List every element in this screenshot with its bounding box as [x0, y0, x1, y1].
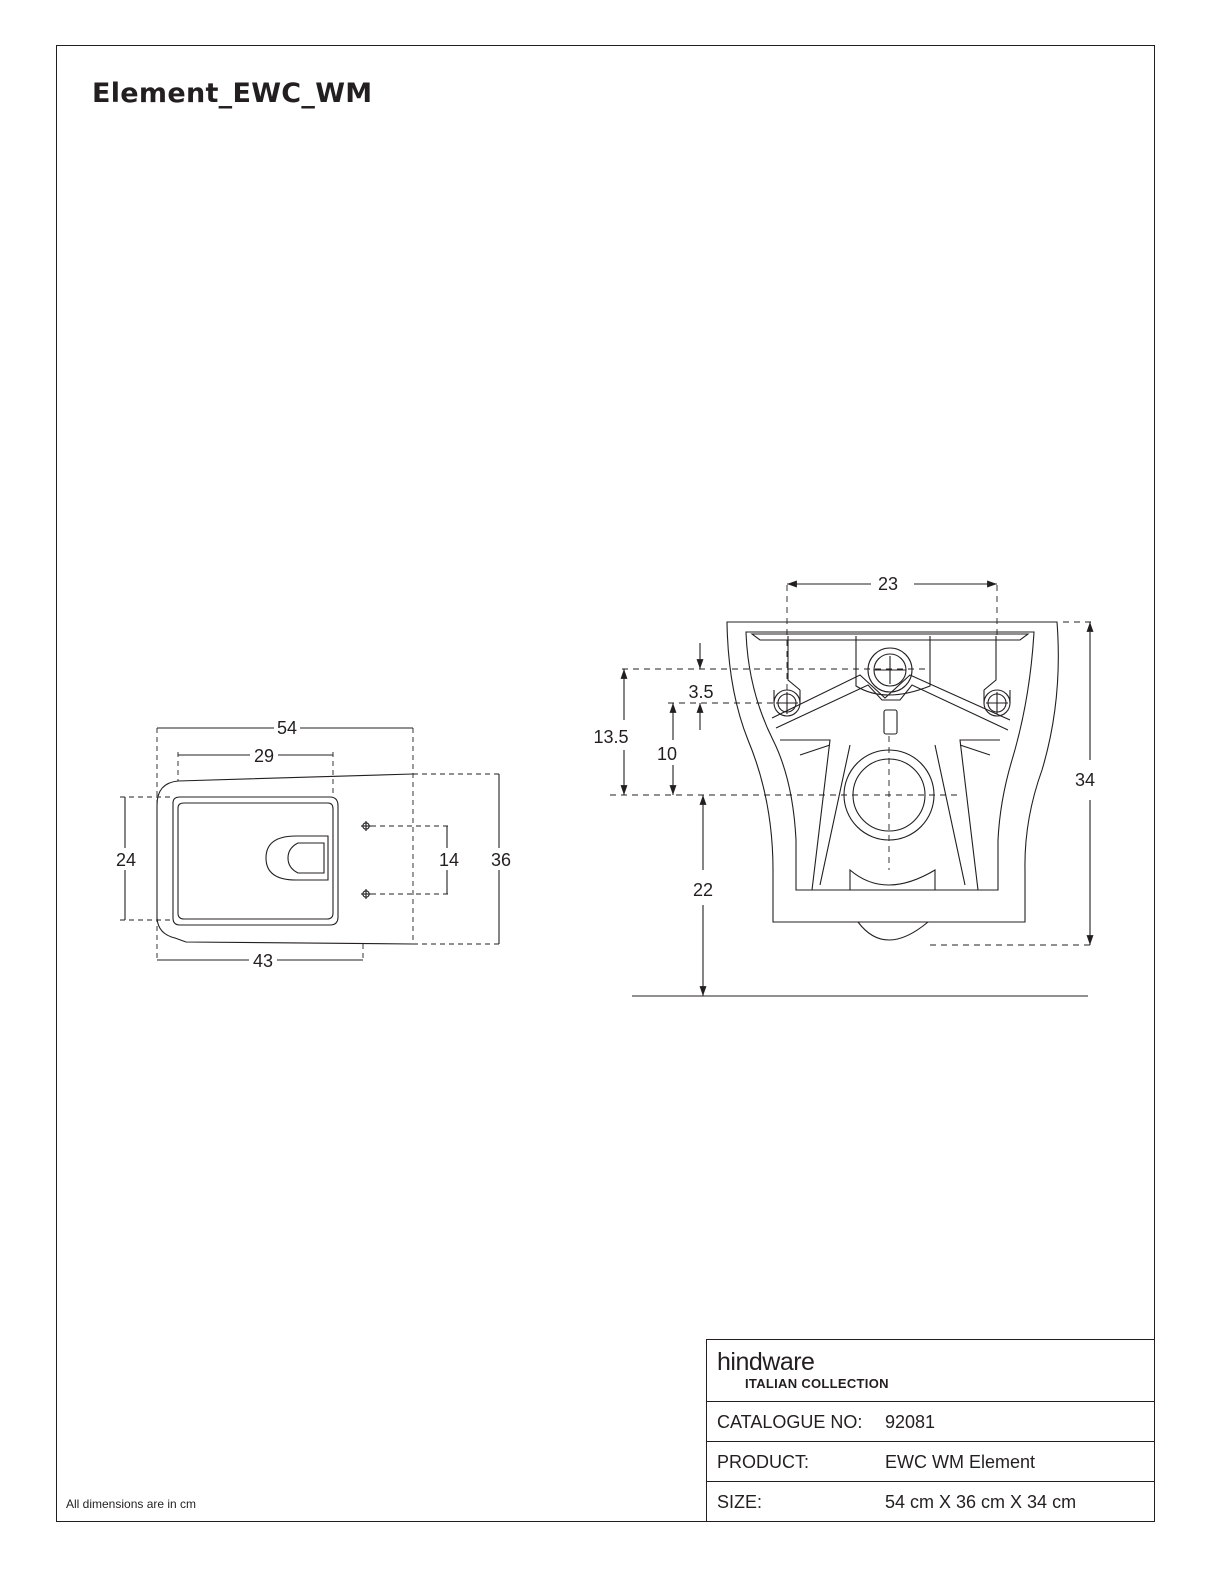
brand-logo: hindware ITALIAN COLLECTION	[707, 1340, 1154, 1402]
product-label: PRODUCT:	[717, 1452, 810, 1472]
title-block: hindware ITALIAN COLLECTION CATALOGUE NO…	[706, 1339, 1155, 1522]
dim-fix-hole-spacing: 23	[878, 574, 898, 594]
logo-wordmark: hindware	[717, 1348, 815, 1376]
rear-view-inner	[745, 631, 1035, 891]
drawing-title: Element_EWC_WM	[92, 78, 373, 109]
dim-base-length: 43	[253, 951, 273, 971]
flush-slot	[883, 709, 898, 735]
dim-drain-offset: 13.5	[593, 727, 628, 747]
units-note: All dimensions are in cm	[66, 1497, 197, 1511]
dim-fix-offset: 10	[657, 744, 677, 764]
dim-hole-offset: 3.5	[688, 682, 713, 702]
fixing-point-icon	[361, 821, 371, 831]
catalogue-value: 92081	[885, 1412, 936, 1432]
waste-outlet	[857, 921, 929, 941]
rear-view	[610, 580, 1094, 997]
dim-overall-length: 54	[277, 718, 297, 738]
dim-overall-width: 36	[491, 850, 511, 870]
inlet-icon	[867, 647, 913, 693]
dim-floor-height: 22	[693, 880, 713, 900]
top-view-opening	[265, 835, 329, 881]
dim-fix-spacing: 14	[439, 850, 459, 870]
top-view	[120, 727, 500, 961]
size-row: SIZE: 54 cm X 36 cm X 34 cm	[707, 1482, 1154, 1522]
product-value: EWC WM Element	[885, 1452, 1036, 1472]
top-view-bowl	[177, 802, 334, 920]
logo-subtitle: ITALIAN COLLECTION	[745, 1376, 889, 1391]
dim-height: 34	[1075, 770, 1095, 790]
top-view-rim	[172, 796, 339, 926]
dim-bowl-width: 24	[116, 850, 136, 870]
drawing-frame	[56, 45, 1155, 1522]
dim-seat-length: 29	[254, 746, 274, 766]
fixing-hole-icon	[773, 689, 801, 717]
catalogue-row: CATALOGUE NO: 92081	[707, 1402, 1154, 1442]
rear-view-outline	[726, 621, 1059, 923]
size-value: 54 cm X 36 cm X 34 cm	[885, 1492, 1077, 1512]
fixing-point-icon	[361, 889, 371, 899]
product-row: PRODUCT: EWC WM Element	[707, 1442, 1154, 1482]
size-label: SIZE:	[717, 1492, 763, 1512]
fixing-hole-icon	[983, 689, 1011, 717]
catalogue-label: CATALOGUE NO:	[717, 1412, 863, 1432]
